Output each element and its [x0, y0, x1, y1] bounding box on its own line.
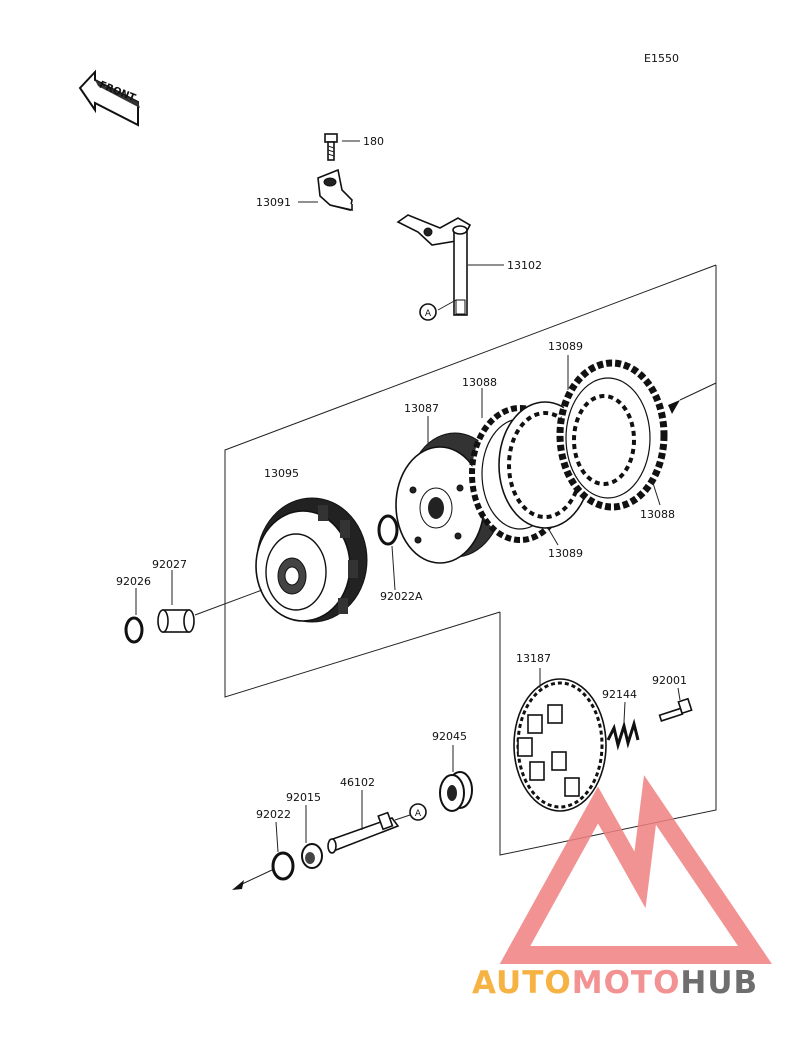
nut-92015-icon: [301, 843, 323, 869]
part-label-92022: 92022: [256, 808, 291, 821]
part-label-13187: 13187: [516, 652, 551, 665]
part-label-13089-upper: 13089: [548, 340, 583, 353]
part-labels: 180 13091 13102 13089 13088 13087 13095 …: [116, 135, 687, 821]
bolt-92001-icon: [658, 697, 693, 722]
watermark-text-hub: HUB: [680, 965, 758, 1001]
part-label-13102: 13102: [507, 259, 542, 272]
part-label-92026: 92026: [116, 575, 151, 588]
part-label-13087: 13087: [404, 402, 439, 415]
push-rod-46102-icon: [327, 811, 400, 854]
part-label-92027: 92027: [152, 558, 187, 571]
ref-marker-a-lower-label: A: [415, 809, 422, 819]
part-label-92015: 92015: [286, 791, 321, 804]
collar-92027-icon: [157, 609, 195, 633]
part-label-92001: 92001: [652, 674, 687, 687]
part-label-13091: 13091: [256, 196, 291, 209]
bearing-92045-icon: [439, 771, 473, 812]
part-label-13088-upper: 13088: [462, 376, 497, 389]
washer-92022A-icon: [377, 514, 399, 546]
diagram-code: E1550: [644, 52, 679, 65]
part-label-180: 180: [363, 135, 384, 148]
ref-marker-a-lower: [409, 803, 427, 821]
release-shaft-13102-icon: [396, 214, 472, 316]
front-arrow-icon: FRONT: [78, 69, 140, 127]
part-label-92045: 92045: [432, 730, 467, 743]
watermark-text-moto: MOTO: [572, 965, 681, 1001]
washer-92022-icon: [271, 851, 295, 881]
pressure-plate-13187-icon: [513, 678, 607, 812]
spring-92144-icon: [606, 718, 640, 751]
friction-plate-13088b-icon: [556, 359, 668, 511]
watermark-text-auto: AUTO: [472, 965, 572, 1001]
part-label-92022A: 92022A: [380, 590, 423, 603]
ref-marker-a-upper-label: A: [425, 309, 432, 319]
part-label-92144: 92144: [602, 688, 637, 701]
svg-text:AUTOMOTOHUB: AUTOMOTOHUB: [472, 965, 758, 1001]
bolt-180-icon: [324, 133, 338, 161]
part-label-13095: 13095: [264, 467, 299, 480]
bracket-13091-icon: [317, 168, 353, 212]
washer-92026-icon: [124, 616, 144, 644]
clutch-housing-13095-icon: [255, 497, 368, 623]
watermark-logo: AUTOMOTOHUB: [472, 775, 772, 1001]
part-label-46102: 46102: [340, 776, 375, 789]
part-label-13088-lower: 13088: [640, 508, 675, 521]
part-label-13089-lower: 13089: [548, 547, 583, 560]
ref-marker-a-upper: [419, 303, 437, 321]
